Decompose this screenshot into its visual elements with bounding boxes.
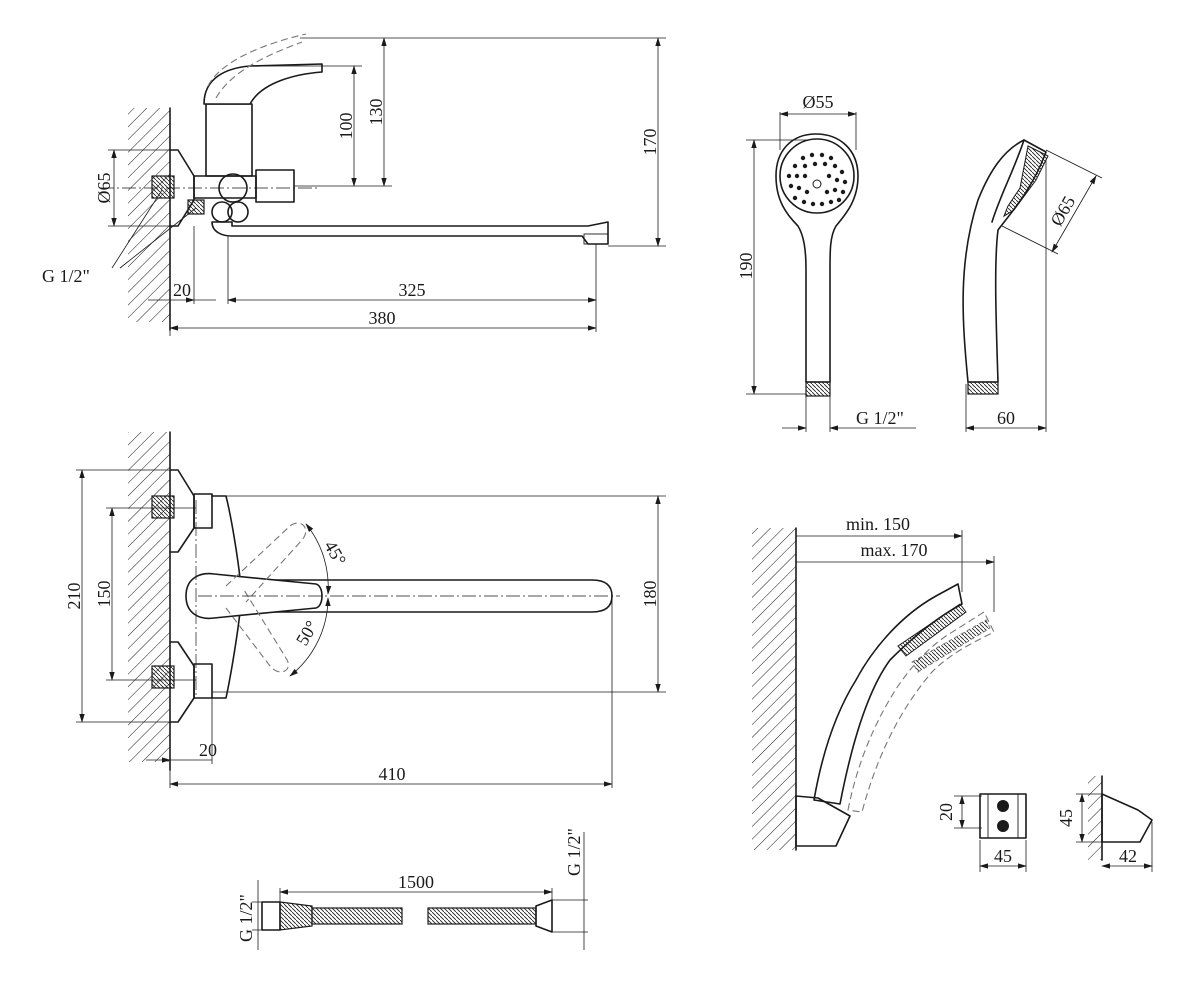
- nut-1: [211, 201, 233, 223]
- dim-holder-max: max. 170: [861, 540, 928, 560]
- nut-lower: [193, 663, 213, 699]
- handshower-holder-view: min. 150 max. 170: [752, 514, 995, 851]
- nut-upper: [193, 493, 213, 529]
- head-face: [779, 138, 855, 214]
- handshower-mounted: [813, 583, 963, 805]
- bracket-front: [979, 793, 1027, 839]
- spout: [211, 221, 609, 245]
- wall-hatch-plan: [128, 432, 170, 762]
- dim-total-length-top: 380: [369, 308, 396, 328]
- arc-45: [305, 523, 332, 595]
- dim-wall-offset-top: 20: [173, 280, 191, 300]
- label-angle-up: 45°: [320, 537, 350, 569]
- label-hose-thread-right: G 1/2": [564, 828, 584, 876]
- dim-plan-width-inner: 150: [94, 581, 114, 608]
- dim-handshower-length: 190: [736, 253, 756, 280]
- bracket-side-view: 45 42: [1056, 775, 1153, 872]
- wall-holder: [795, 795, 851, 847]
- handshower-front-view: Ø55 190 G 1/2": [736, 92, 916, 432]
- dim-spout-height: 100: [336, 113, 356, 140]
- lever-ghost-down: [225, 589, 289, 673]
- dim-handshower-depth: 60: [997, 408, 1015, 428]
- diverter-housing: [255, 169, 295, 203]
- dim-plan-depth: 180: [640, 581, 660, 608]
- bracket-front-edges: [987, 794, 1019, 838]
- dim-holder-min: min. 150: [846, 514, 910, 534]
- dim-head-dia-front: Ø55: [803, 92, 834, 112]
- bracket-hole-upper: [997, 800, 1009, 812]
- arc-50: [289, 597, 331, 677]
- wall-hatch-top: [128, 108, 170, 322]
- label-inlet-thread: G 1/2": [42, 266, 90, 286]
- faucet-side-view: 100 130 170 Ø65 G 1/2" 20 325 380: [42, 33, 666, 336]
- dim-bracket-height: 20: [936, 803, 956, 821]
- dim-bracket-width: 45: [994, 846, 1012, 866]
- bracket-front-view: 20 45: [936, 793, 1027, 872]
- mounted-nozzle-face: [897, 603, 967, 657]
- dim-head-dia-side: Ø65: [1046, 193, 1079, 230]
- dim-lever-height: 130: [366, 99, 386, 126]
- dim-spout-reach: 325: [399, 280, 426, 300]
- hose-cone-left: [279, 901, 313, 931]
- cartridge-body: [205, 103, 253, 177]
- head-nozzle-face: [1002, 145, 1049, 218]
- lever-raised-ghost-2: [215, 41, 303, 99]
- dim-wall-offset-plan: 20: [199, 740, 217, 760]
- inlet-thread: [151, 175, 175, 199]
- hose-end-right: [535, 899, 553, 933]
- handshower-ghost: [847, 611, 995, 813]
- handshower-side-view: Ø65 60: [962, 139, 1103, 432]
- dim-bracket-side-depth: 42: [1119, 846, 1137, 866]
- lever: [203, 63, 323, 105]
- dim-bracket-side-height: 45: [1056, 809, 1076, 827]
- handshower-thread-front: [805, 381, 831, 397]
- faucet-plan-view: 45° 50° 210 150 180 20 410: [64, 431, 666, 788]
- bracket-side: [1101, 793, 1153, 843]
- dim-plan-length: 410: [379, 764, 406, 784]
- handshower-body: [775, 133, 859, 383]
- dim-total-height: 170: [640, 129, 660, 156]
- nozzles: [786, 152, 848, 207]
- lever-raised-ghost: [207, 33, 307, 87]
- lever-ghost-up: [225, 522, 307, 603]
- label-handshower-thread: G 1/2": [856, 408, 904, 428]
- nut-2: [227, 201, 249, 223]
- dim-plan-width-outer: 210: [64, 583, 84, 610]
- bracket-hole-lower: [997, 820, 1009, 832]
- hose-end-left: [261, 901, 281, 931]
- hose-segment-left: [311, 907, 403, 925]
- label-angle-down: 50°: [292, 617, 322, 649]
- dim-hose-length: 1500: [398, 872, 434, 892]
- hose-view: 1500 G 1/2" G 1/2": [236, 828, 588, 950]
- wall-hatch-holder: [752, 528, 796, 850]
- label-hose-thread-left: G 1/2": [236, 894, 256, 942]
- inlet-thread-lower: [187, 199, 205, 215]
- hose-segment-right: [427, 907, 537, 925]
- handshower-side-edge: [991, 139, 1025, 223]
- handshower-thread-side: [967, 381, 999, 395]
- dim-inlet-dia: Ø65: [94, 173, 114, 204]
